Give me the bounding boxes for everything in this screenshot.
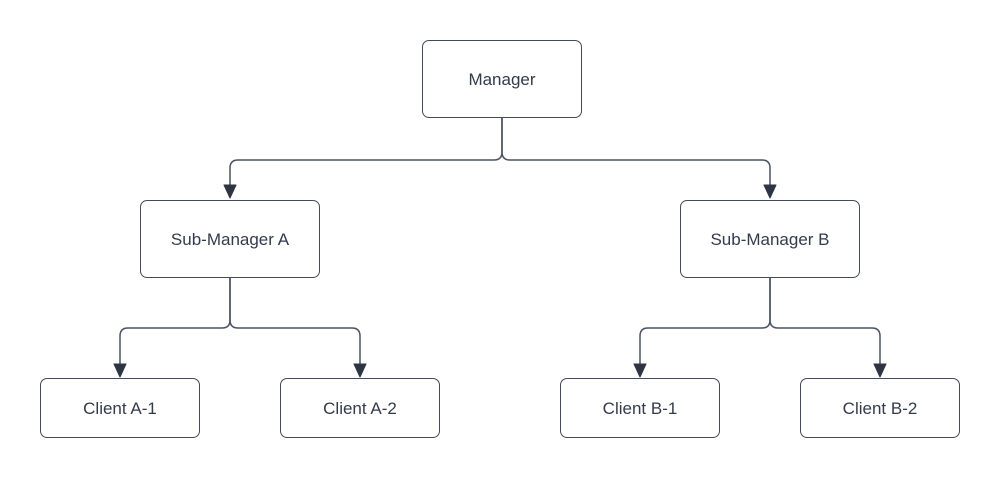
edge-manager-to-sub-manager-b	[501, 118, 777, 199]
node-client-b1: Client B-1	[560, 378, 720, 438]
node-client-a2: Client A-2	[280, 378, 440, 438]
edge-sub-manager-a-to-client-a2	[229, 278, 367, 378]
node-manager: Manager	[422, 40, 582, 118]
node-manager-label: Manager	[468, 69, 536, 89]
arrowhead-icon	[353, 363, 367, 378]
node-client-a1-label: Client A-1	[83, 398, 157, 418]
arrowhead-icon	[223, 184, 237, 199]
node-client-b2-label: Client B-2	[842, 398, 918, 418]
arrowhead-icon	[873, 363, 887, 378]
node-sub-manager-a: Sub-Manager A	[140, 200, 320, 278]
arrowhead-icon	[763, 184, 777, 199]
edge-sub-manager-b-to-client-b2	[769, 278, 887, 378]
node-sub-manager-a-label: Sub-Manager A	[170, 229, 290, 249]
node-sub-manager-b-label: Sub-Manager B	[710, 229, 830, 249]
edge-sub-manager-a-to-client-a1	[113, 278, 231, 378]
edge-manager-to-sub-manager-a	[223, 118, 503, 199]
node-client-a1: Client A-1	[40, 378, 200, 438]
arrowhead-icon	[633, 363, 647, 378]
node-client-b1-label: Client B-1	[602, 398, 678, 418]
edge-sub-manager-b-to-client-b1	[633, 278, 771, 378]
node-client-b2: Client B-2	[800, 378, 960, 438]
node-sub-manager-b: Sub-Manager B	[680, 200, 860, 278]
node-client-a2-label: Client A-2	[323, 398, 397, 418]
arrowhead-icon	[113, 363, 127, 378]
